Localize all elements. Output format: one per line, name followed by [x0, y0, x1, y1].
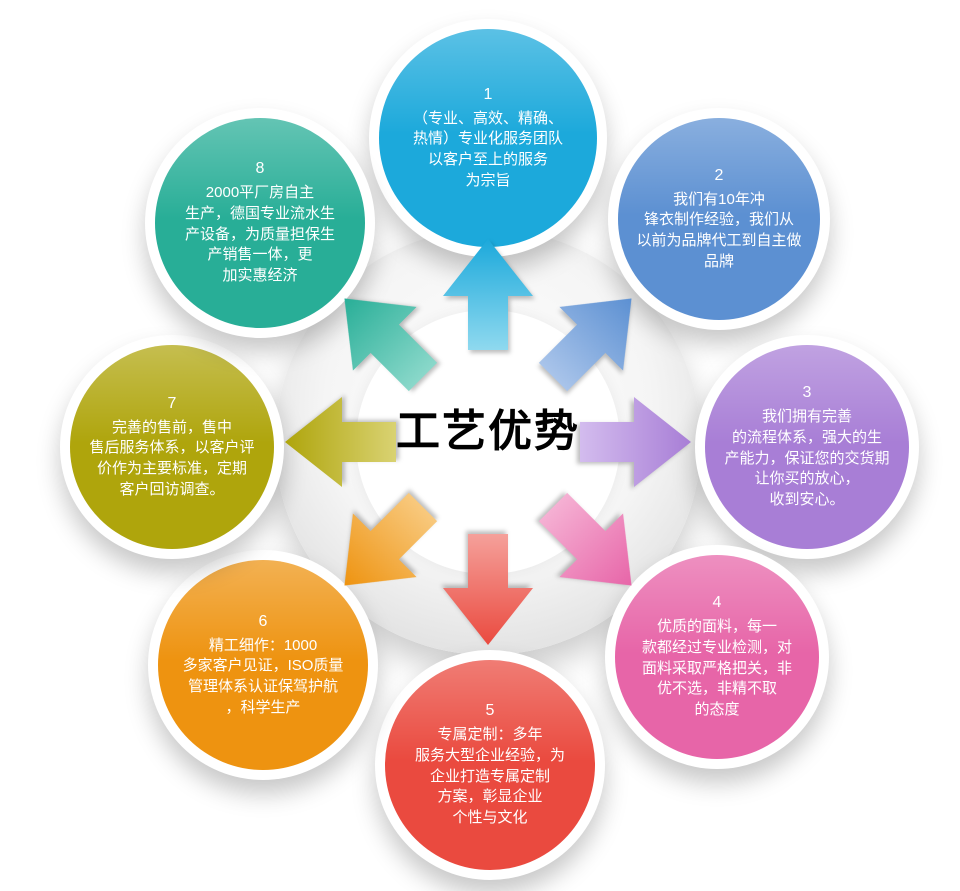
- node-4-circle: 4 优质的面料，每一 款都经过专业检测，对 面料采取严格把关，非 优不选，非精不…: [615, 555, 819, 759]
- node-6-circle: 6 精工细作：1000 多家客户见证，ISO质量 管理体系认证保驾护航 ，科学生…: [158, 560, 368, 770]
- node-5-circle: 5 专属定制：多年 服务大型企业经验，为 企业打造专属定制 方案，彰显企业 个性…: [385, 660, 595, 870]
- node-1-text: （专业、高效、精确、 热情）专业化服务团队 以客户至上的服务 为宗旨: [412, 109, 563, 189]
- node-2-number: 2: [714, 166, 724, 184]
- node-3-number: 3: [802, 384, 812, 402]
- node-8: 8 2000平厂房自主 生产，德国专业流水生 产设备，为质量担保生 产销售一体，…: [145, 108, 375, 338]
- node-7-number: 7: [167, 394, 177, 412]
- node-7-circle: 7 完善的售前，售中 售后服务体系，以客户评 价作为主要标准，定期 客户回访调查…: [70, 345, 274, 549]
- node-4-text: 优质的面料，每一 款都经过专业检测，对 面料采取严格把关，非 优不选，非精不取 …: [641, 618, 792, 718]
- node-7-text: 完善的售前，售中 售后服务体系，以客户评 价作为主要标准，定期 客户回访调查。: [89, 418, 255, 498]
- node-8-text: 2000平厂房自主 生产，德国专业流水生 产设备，为质量担保生 产销售一体，更 …: [184, 184, 335, 284]
- node-2: 2 我们有10年冲 锋衣制作经验，我们从 以前为品牌代工到自主做 品牌: [608, 108, 830, 330]
- node-1-circle: 1 （专业、高效、精确、 热情）专业化服务团队 以客户至上的服务 为宗旨: [379, 29, 597, 247]
- node-5: 5 专属定制：多年 服务大型企业经验，为 企业打造专属定制 方案，彰显企业 个性…: [375, 650, 605, 880]
- node-3: 3 我们拥有完善 的流程体系，强大的生 产能力，保证您的交货期 让你买的放心， …: [695, 335, 919, 559]
- node-5-text: 专属定制：多年 服务大型企业经验，为 企业打造专属定制 方案，彰显企业 个性与文…: [414, 726, 565, 826]
- node-7: 7 完善的售前，售中 售后服务体系，以客户评 价作为主要标准，定期 客户回访调查…: [60, 335, 284, 559]
- node-3-text: 我们拥有完善 的流程体系，强大的生 产能力，保证您的交货期 让你买的放心， 收到…: [724, 408, 890, 508]
- diagram-title: 工艺优势: [396, 407, 580, 456]
- node-1-number: 1: [483, 85, 493, 103]
- node-6-text: 精工细作：1000 多家客户见证，ISO质量 管理体系认证保驾护航 ，科学生产: [182, 636, 344, 716]
- node-5-number: 5: [485, 702, 495, 720]
- node-2-text: 我们有10年冲 锋衣制作经验，我们从 以前为品牌代工到自主做 品牌: [636, 190, 802, 270]
- node-8-circle: 8 2000平厂房自主 生产，德国专业流水生 产设备，为质量担保生 产销售一体，…: [155, 118, 365, 328]
- node-6-number: 6: [258, 612, 268, 630]
- node-6: 6 精工细作：1000 多家客户见证，ISO质量 管理体系认证保驾护航 ，科学生…: [148, 550, 378, 780]
- node-8-number: 8: [255, 160, 265, 178]
- node-2-circle: 2 我们有10年冲 锋衣制作经验，我们从 以前为品牌代工到自主做 品牌: [618, 118, 820, 320]
- node-1: 1 （专业、高效、精确、 热情）专业化服务团队 以客户至上的服务 为宗旨: [369, 19, 607, 257]
- node-4-number: 4: [712, 594, 722, 612]
- node-3-circle: 3 我们拥有完善 的流程体系，强大的生 产能力，保证您的交货期 让你买的放心， …: [705, 345, 909, 549]
- node-4: 4 优质的面料，每一 款都经过专业检测，对 面料采取严格把关，非 优不选，非精不…: [605, 545, 829, 769]
